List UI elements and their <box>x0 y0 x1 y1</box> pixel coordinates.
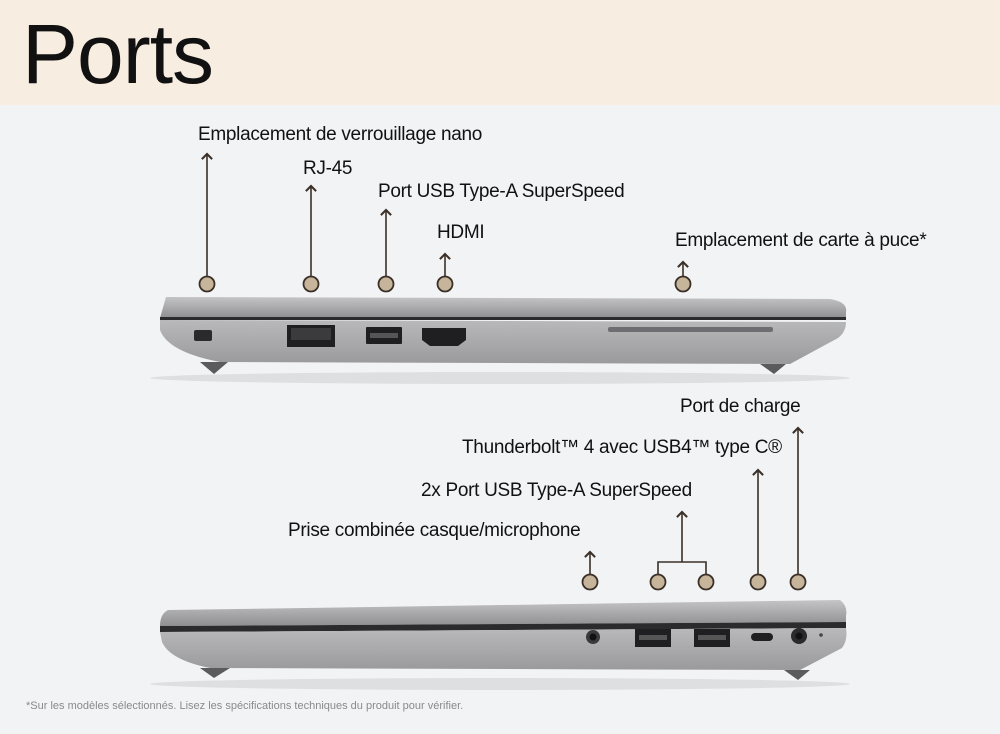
marker-usb-a-right-1 <box>649 573 667 591</box>
footnote: *Sur les modèles sélectionnés. Lisez les… <box>26 700 464 712</box>
marker-thunderbolt <box>749 573 767 591</box>
smart-card-slot <box>608 327 773 332</box>
marker-audio-jack <box>581 573 599 591</box>
audio-jack-port <box>586 630 600 644</box>
label-nano-lock: Emplacement de verrouillage nano <box>198 124 483 145</box>
usb-c-port <box>751 633 773 641</box>
laptop-left-side <box>150 297 850 384</box>
label-audio-jack: Prise combinée casque/microphone <box>288 520 581 541</box>
marker-usb-a-left <box>377 275 395 293</box>
marker-smart-card <box>674 275 692 293</box>
header-band <box>0 0 1000 105</box>
label-usb-a-right: 2x Port USB Type-A SuperSpeed <box>421 480 692 501</box>
marker-usb-a-right-2 <box>697 573 715 591</box>
page-title: Ports <box>22 7 214 101</box>
label-rj45: RJ-45 <box>303 158 353 179</box>
charging-port <box>791 628 807 644</box>
nano-lock-slot <box>194 330 212 341</box>
laptop-right-side <box>150 600 850 690</box>
marker-nano-lock <box>198 275 216 293</box>
label-hdmi: HDMI <box>437 222 485 243</box>
label-smart-card: Emplacement de carte à puce* <box>675 230 927 251</box>
rj45-port <box>287 325 335 347</box>
marker-charging <box>789 573 807 591</box>
label-usb-a-left: Port USB Type-A SuperSpeed <box>378 181 625 202</box>
hdmi-port <box>422 328 466 346</box>
marker-rj45 <box>302 275 320 293</box>
marker-hdmi <box>436 275 454 293</box>
label-thunderbolt: Thunderbolt™ 4 avec USB4™ type C® <box>462 437 782 458</box>
label-charging: Port de charge <box>680 396 801 417</box>
